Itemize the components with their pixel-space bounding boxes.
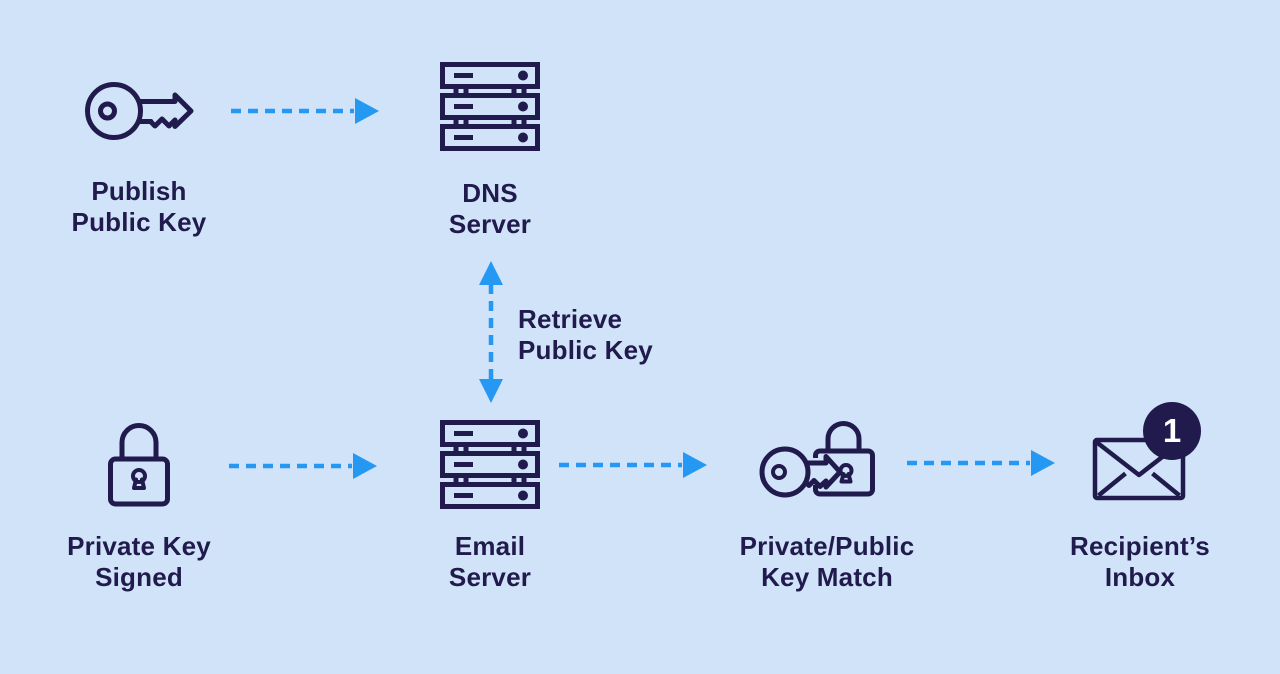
dns-server-icon bbox=[440, 62, 540, 151]
label-dns-server: DNS Server bbox=[390, 178, 590, 240]
arrow-lock-to-email-server bbox=[229, 453, 377, 479]
envelope-badge-icon: 1 bbox=[1092, 402, 1201, 501]
arrow-keymatch-to-inbox bbox=[907, 450, 1055, 476]
notification-badge-count: 1 bbox=[1163, 412, 1181, 449]
notification-badge bbox=[1143, 402, 1201, 460]
label-line: Private Key bbox=[67, 531, 211, 561]
envelope-body bbox=[1092, 437, 1186, 501]
label-line: Recipient’s bbox=[1070, 531, 1210, 561]
label-email-server: Email Server bbox=[390, 531, 590, 593]
label-private-public-key-match: Private/Public Key Match bbox=[707, 531, 947, 593]
label-line: Public Key bbox=[71, 207, 207, 237]
arrow-publish-to-dns bbox=[231, 98, 379, 124]
label-line: Email bbox=[454, 531, 526, 561]
arrow-dns-email-bidirectional bbox=[479, 261, 503, 403]
padlock-icon bbox=[108, 423, 170, 507]
label-line: Inbox bbox=[1104, 562, 1176, 592]
key-icon bbox=[85, 82, 194, 140]
label-line: Retrieve bbox=[518, 304, 623, 334]
label-line: Public Key bbox=[518, 335, 653, 365]
key-entry-gap bbox=[810, 458, 821, 485]
label-line: Server bbox=[448, 209, 532, 239]
label-recipients-inbox: Recipient’s Inbox bbox=[1020, 531, 1260, 593]
label-retrieve-public-key: Retrieve Public Key bbox=[518, 304, 738, 366]
email-server-icon bbox=[440, 420, 540, 509]
key-lock-match-icon bbox=[759, 421, 875, 498]
label-publish-public-key: Publish Public Key bbox=[39, 176, 239, 238]
label-private-key-signed: Private Key Signed bbox=[19, 531, 259, 593]
label-line: Server bbox=[448, 562, 532, 592]
label-line: DNS bbox=[462, 178, 518, 208]
arrow-email-to-keymatch bbox=[559, 452, 707, 478]
label-line: Key Match bbox=[761, 562, 893, 592]
label-line: Private/Public bbox=[739, 531, 915, 561]
label-line: Signed bbox=[95, 562, 183, 592]
label-line: Publish bbox=[91, 176, 187, 206]
